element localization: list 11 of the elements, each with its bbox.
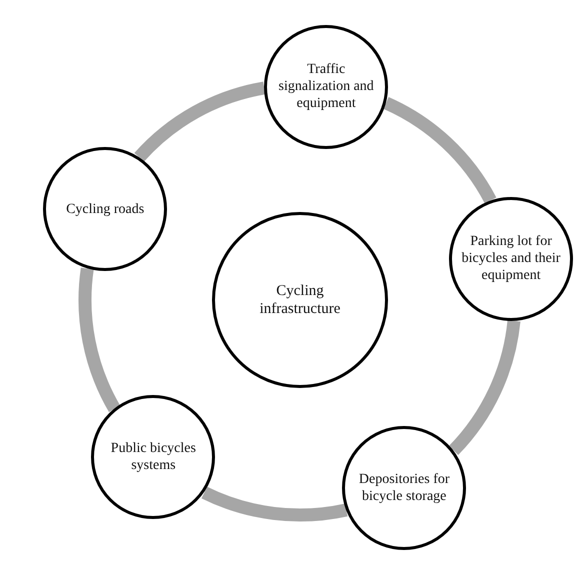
ring-connector (78, 268, 120, 412)
ring-connector (448, 320, 520, 455)
ring-connector (202, 486, 348, 522)
circle-label: Public bicycles systems (110, 440, 197, 474)
ring-connector (134, 82, 266, 162)
circle-label: Traffic signalization and equipment (278, 61, 375, 112)
circle-label: Cycling infrastructure (258, 282, 342, 318)
circle-label: Cycling roads (65, 200, 146, 218)
circle-label: Depositories for bicycle storage (358, 471, 451, 506)
circle-label: Parking lot for bicycles and their equipment (460, 233, 562, 284)
ring-connector (383, 97, 496, 204)
